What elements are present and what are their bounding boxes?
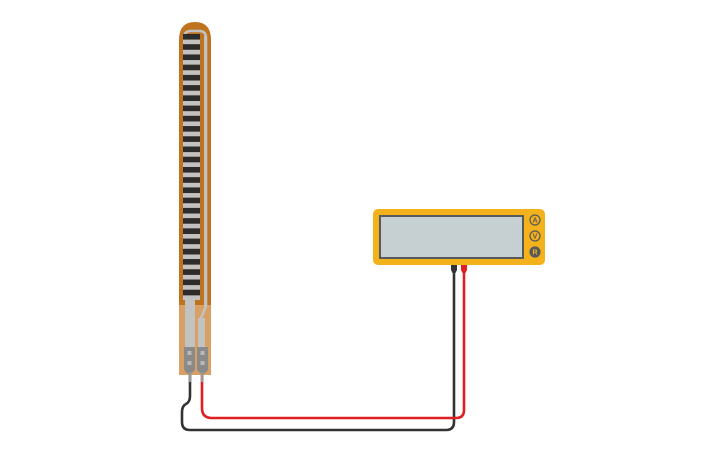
segment-dark — [183, 115, 200, 122]
segment-light — [183, 172, 200, 178]
segment-dark — [183, 64, 200, 71]
segment-light — [183, 121, 200, 127]
segment-light — [183, 49, 200, 55]
flex-sensor-leg-right — [198, 318, 205, 348]
flex-sensor-leg-left — [185, 298, 195, 348]
pin-1-lead — [189, 372, 192, 382]
segment-dark — [183, 177, 200, 183]
flex-sensor-pin-2[interactable] — [197, 347, 208, 374]
segment-dark — [183, 34, 200, 40]
segment-dark — [183, 207, 200, 214]
segment-dark — [183, 44, 200, 50]
segment-light — [183, 254, 200, 260]
segment-dark — [183, 197, 200, 204]
segment-dark — [183, 85, 200, 91]
segment-light — [183, 285, 200, 290]
mode-button-a[interactable]: A — [529, 214, 541, 226]
segment-light — [183, 131, 200, 137]
segment-dark — [183, 228, 200, 235]
multimeter-screen — [381, 217, 522, 257]
segment-dark — [183, 156, 200, 163]
segment-light — [183, 60, 200, 65]
segment-dark — [183, 279, 200, 286]
segment-light — [183, 101, 200, 106]
svg-text:A: A — [532, 218, 537, 225]
wires — [180, 270, 466, 432]
trace-right — [204, 36, 207, 306]
segment-dark — [183, 238, 200, 245]
segment-dark — [183, 289, 200, 296]
mode-button-r[interactable]: R — [529, 246, 541, 258]
segment-dark — [183, 95, 200, 102]
segment-dark — [183, 126, 200, 132]
segment-dark — [183, 218, 200, 224]
segment-dark — [183, 167, 200, 173]
segment-light — [183, 111, 200, 116]
segment-light — [183, 203, 200, 208]
segment-light — [183, 264, 200, 270]
flex-sensor[interactable] — [179, 22, 211, 382]
segment-dark — [183, 146, 200, 153]
segment-light — [183, 80, 200, 86]
segment-dark — [183, 74, 200, 81]
segment-light — [183, 274, 200, 280]
segment-dark — [183, 187, 200, 194]
flex-sensor-pin-1[interactable] — [184, 347, 195, 374]
pin-2-lead — [201, 372, 204, 382]
segment-light — [183, 223, 200, 229]
wire-black[interactable] — [180, 270, 456, 432]
segment-light — [183, 244, 200, 249]
segment-dark — [183, 105, 200, 112]
multimeter[interactable]: A V R — [373, 209, 545, 273]
black-probe-jack[interactable] — [451, 265, 457, 273]
svg-text:R: R — [532, 250, 537, 257]
segment-light — [183, 152, 200, 157]
segment-light — [183, 39, 200, 45]
segment-light — [183, 70, 200, 75]
segment-dark — [183, 259, 200, 265]
segment-dark — [183, 136, 200, 142]
segment-light — [183, 182, 200, 188]
svg-text:V: V — [533, 234, 538, 241]
segment-light — [183, 193, 200, 198]
flex-sensor-segments — [183, 34, 200, 300]
segment-light — [183, 213, 200, 219]
segment-light — [183, 141, 200, 147]
segment-light — [183, 295, 200, 300]
segment-dark — [183, 248, 200, 255]
red-probe-jack[interactable] — [461, 265, 467, 273]
segment-dark — [183, 54, 200, 61]
segment-light — [183, 162, 200, 167]
segment-light — [183, 234, 200, 239]
segment-light — [183, 90, 200, 96]
mode-button-v[interactable]: V — [529, 230, 541, 242]
wire-red[interactable] — [200, 270, 466, 420]
segment-dark — [183, 269, 200, 275]
